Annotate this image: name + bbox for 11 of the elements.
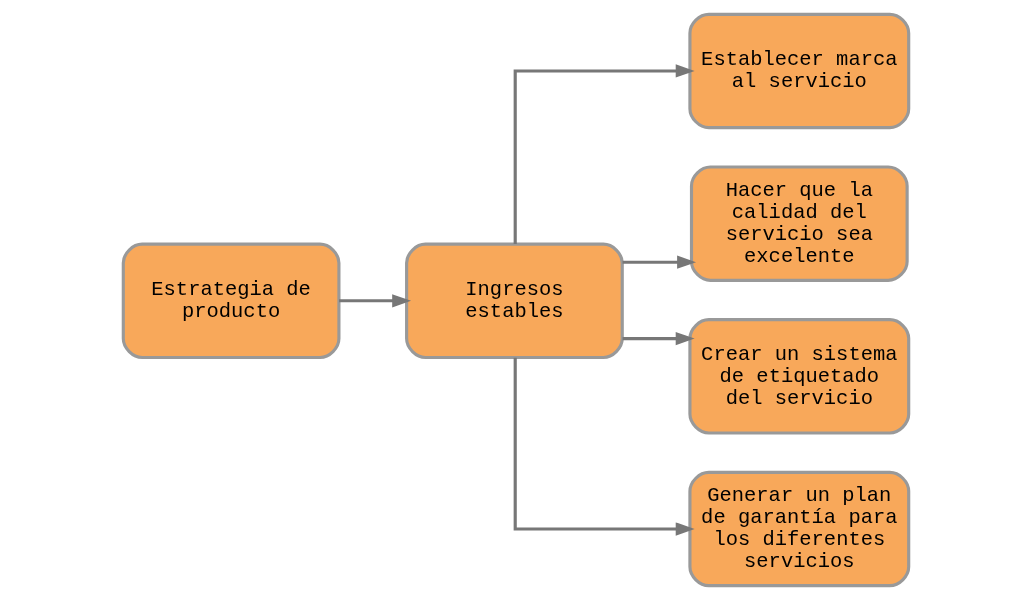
arrow — [622, 331, 695, 346]
node-box: Crear un sistema de etiquetado del servicio — [687, 318, 910, 435]
node-box: Establecer marca al servicio — [687, 12, 910, 130]
node-box: Hacer que la calidad del servicio sea excelente — [689, 165, 909, 282]
node-box: Generar un plan de garantía para los diferentes servicios — [687, 470, 910, 588]
arrow — [338, 294, 411, 308]
node-box: Estrategia de producto — [121, 242, 340, 360]
arrow — [513, 64, 695, 244]
arrow — [622, 255, 696, 269]
node-box: Ingresos estables — [404, 242, 624, 360]
arrow — [513, 357, 695, 536]
